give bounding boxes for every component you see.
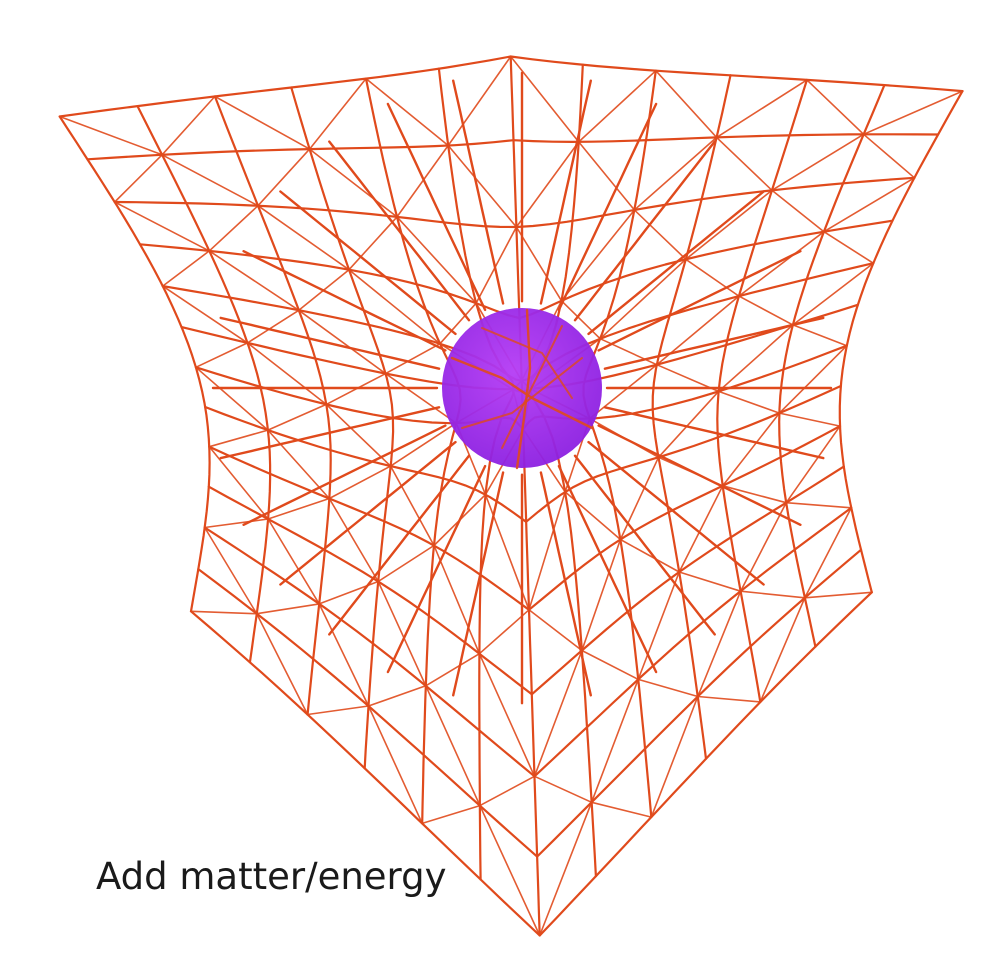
- grid-line-diagonal: [582, 651, 638, 680]
- grid-line-diagonal: [257, 614, 308, 715]
- grid-line-diagonal: [480, 806, 540, 936]
- grid-line-diagonal: [535, 651, 582, 777]
- grid-line-diagonal: [679, 572, 740, 591]
- grid-line-diagonal: [196, 343, 248, 367]
- radial-line: [453, 81, 503, 304]
- grid-line-vertical: [60, 117, 210, 612]
- grid-line-diagonal: [779, 413, 840, 426]
- grid-line-diagonal: [786, 503, 851, 508]
- grid-line-diagonal: [779, 346, 846, 413]
- grid-line-diagonal: [864, 134, 915, 178]
- grid-line-diagonal: [686, 259, 739, 296]
- grid-line-diagonal: [592, 802, 652, 817]
- grid-line-diagonal: [793, 325, 847, 346]
- grid-line-diagonal: [476, 227, 516, 303]
- radial-line: [453, 473, 503, 696]
- grid-line-diagonal: [786, 426, 840, 503]
- warped-grid: [60, 57, 963, 936]
- grid-line-diagonal: [378, 546, 434, 582]
- grid-line-diagonal: [698, 697, 761, 702]
- mass-sphere: [442, 308, 602, 468]
- grid-line-diagonal: [656, 71, 717, 138]
- grid-line-diagonal: [349, 217, 397, 270]
- grid-line-diagonal: [638, 679, 698, 696]
- grid-line-diagonal: [579, 142, 635, 210]
- grid-line-diagonal: [209, 206, 258, 251]
- grid-line-diagonal: [620, 540, 679, 573]
- grid-line-diagonal: [480, 776, 535, 805]
- grid-line-diagonal: [369, 686, 426, 706]
- grid-line-diagonal: [162, 155, 258, 206]
- grid-line-diagonal: [191, 611, 257, 613]
- grid-line-diagonal: [422, 806, 480, 824]
- grid-line-diagonal: [329, 466, 390, 498]
- grid-line-diagonal: [805, 508, 852, 598]
- grid-line-diagonal: [805, 592, 872, 598]
- radial-line: [541, 473, 591, 696]
- grid-line-diagonal: [592, 679, 639, 802]
- grid-line-diagonal: [369, 706, 423, 823]
- grid-line-diagonal: [479, 654, 534, 777]
- grid-line-diagonal: [162, 96, 215, 154]
- grid-line-diagonal: [310, 79, 366, 150]
- grid-line-diagonal: [209, 447, 268, 519]
- grid-line-diagonal: [516, 142, 578, 227]
- grid-line-diagonal: [717, 80, 807, 137]
- grid-line-diagonal: [257, 604, 320, 614]
- grid-line-diagonal: [719, 391, 780, 413]
- grid-line-diagonal: [807, 80, 864, 134]
- caption-text: Add matter/energy: [96, 858, 447, 895]
- grid-line-vertical: [291, 88, 393, 769]
- grid-line-diagonal: [529, 492, 565, 610]
- grid-line-diagonal: [760, 598, 805, 702]
- grid-line-diagonal: [426, 686, 480, 806]
- grid-line-diagonal: [163, 251, 210, 286]
- grid-line-diagonal: [824, 232, 873, 264]
- grid-line-diagonal: [205, 519, 268, 528]
- grid-line-diagonal: [268, 404, 326, 430]
- grid-line-diagonal: [540, 802, 592, 935]
- grid-line-diagonal: [600, 339, 657, 365]
- grid-line-horizontal: [198, 550, 861, 857]
- grid-line-diagonal: [723, 486, 787, 503]
- grid-line-diagonal: [308, 706, 369, 715]
- grid-line-diagonal: [717, 137, 772, 190]
- grid-line-diagonal: [741, 591, 805, 598]
- grid-line-diagonal: [115, 155, 162, 202]
- grid-line-vertical: [511, 57, 540, 936]
- grid-line-diagonal: [397, 146, 448, 217]
- grid-line-diagonal: [535, 776, 592, 802]
- grid-line-diagonal: [426, 654, 480, 686]
- grid-line-diagonal: [679, 486, 723, 572]
- grid-line-diagonal: [739, 296, 793, 325]
- grid-line-diagonal: [651, 697, 698, 818]
- grid-line-diagonal: [319, 604, 368, 706]
- grid-line-diagonal: [258, 149, 310, 206]
- grid-line-diagonal: [209, 430, 268, 447]
- grid-line-diagonal: [772, 190, 824, 231]
- grid-line-diagonal: [205, 528, 257, 614]
